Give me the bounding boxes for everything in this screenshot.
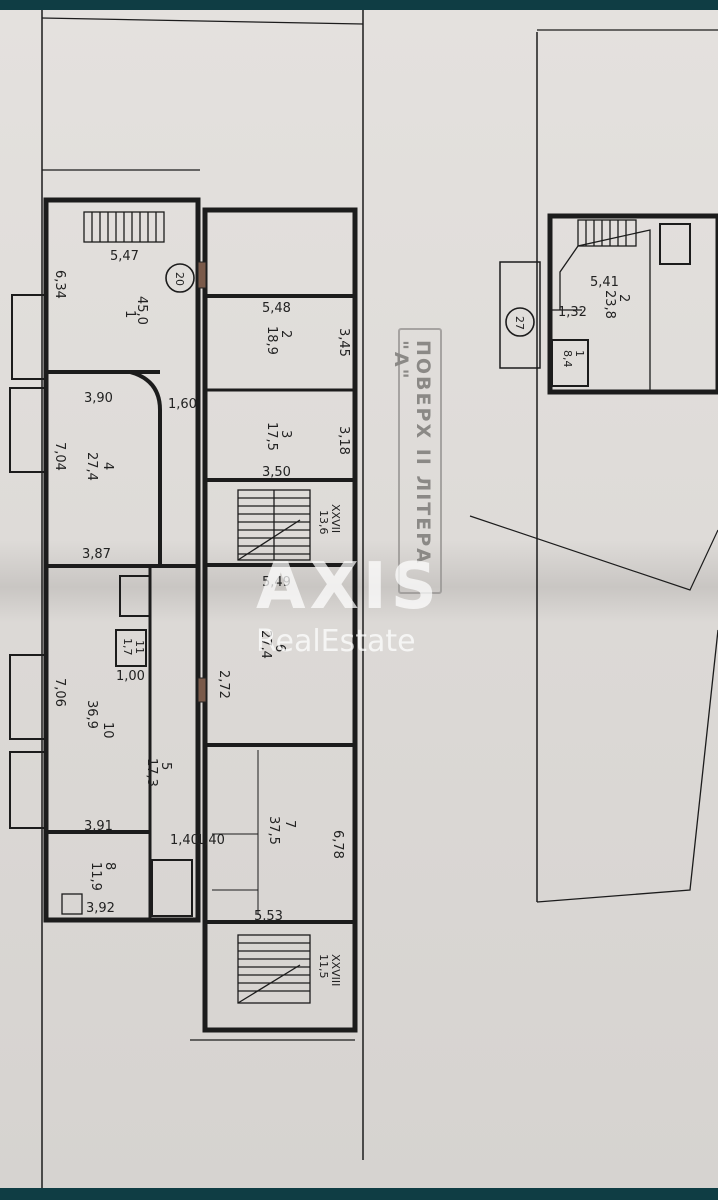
room-5-number: 5: [158, 762, 173, 770]
annex-room-1-dim: 1,32: [558, 305, 587, 320]
room-10-area: 36,9: [84, 700, 99, 729]
watermark-logo: AXIS: [256, 550, 441, 624]
floor-plan-sheet: 1 45,0 5,47 6,34 2 18,9 5,48 3,45 3 17,5…: [0, 10, 718, 1188]
annex-room-2-number: 2: [616, 294, 631, 302]
room-8-area: 11,9: [88, 862, 103, 891]
room-3-dim-a: 3,50: [262, 465, 291, 480]
room-10-number: 10: [100, 722, 115, 739]
floor-stamp-frame: [398, 328, 442, 594]
dim-1-60: 1,60: [168, 397, 197, 412]
annex-room-2-dim: 5,41: [590, 275, 619, 290]
room-1-dim-a: 5,47: [110, 249, 139, 264]
stair-xxvii-area: 13,6: [317, 510, 330, 535]
room-3-number: 3: [278, 430, 293, 438]
room-7-dim-a: 5,53: [254, 909, 283, 924]
room-1-area: 45,0: [134, 296, 149, 325]
room-4-dim-c: 3,87: [82, 547, 111, 562]
room-2-area: 18,9: [264, 326, 279, 355]
room-4-dim-b: 7,04: [52, 442, 67, 471]
room-11-number: 11: [133, 640, 146, 654]
stair-xxvii-number: XXVII: [329, 504, 342, 533]
marker-27: 27: [513, 316, 526, 330]
stair-xxviii-area: 11,5: [317, 954, 330, 979]
room-11-area: 1,7: [121, 638, 134, 656]
room-4-area: 27,4: [84, 452, 99, 481]
floor-plan-drawing: 1 45,0 5,47 6,34 2 18,9 5,48 3,45 3 17,5…: [9, 10, 718, 1188]
annex-room-1-number: 1: [573, 350, 586, 357]
room-8-dim-b: 3,92: [86, 901, 115, 916]
room-7-dim-b: 6,78: [330, 830, 345, 859]
room-8-dim-a: 3,91: [84, 819, 113, 834]
room-5-area: 17,3: [144, 758, 159, 787]
room-3-area: 17,5: [264, 422, 279, 451]
room-11-dim: 1,00: [116, 669, 145, 684]
room-1-dim-b: 6,34: [52, 270, 67, 299]
room-7-number: 7: [282, 820, 297, 828]
room-6-number: 6: [272, 644, 287, 652]
room-5-dim: 1,40: [170, 833, 199, 848]
room-2-number: 2: [278, 330, 293, 338]
room-6-dim-b: 2,72: [216, 670, 231, 699]
room-3-dim-b: 3,18: [336, 426, 351, 455]
watermark-tagline: RealEstate: [256, 624, 416, 659]
dim-1-40: 1,40: [196, 833, 225, 848]
annex-room-1-area: 8,4: [561, 350, 574, 368]
room-4-dim-a: 3,90: [84, 391, 113, 406]
room-8-number: 8: [102, 862, 117, 870]
room-6-dim-a: 5,49: [262, 575, 291, 590]
room-1-number: 1: [122, 310, 137, 318]
room-2-dim-a: 5,48: [262, 301, 291, 316]
room-10-dim: 7,06: [52, 678, 67, 707]
room-6-area: 27,4: [258, 630, 273, 659]
floor-stamp-label: ПОВЕРХ ІІ ЛІТЕРА "А": [390, 340, 434, 565]
marker-20: 20: [173, 272, 186, 286]
room-7-area: 37,5: [266, 816, 281, 845]
annex-room-2-area: 23,8: [602, 290, 617, 319]
stair-xxviii-number: XXVIII: [329, 954, 342, 986]
room-2-dim-b: 3,45: [336, 328, 351, 357]
room-4-number: 4: [100, 462, 115, 470]
